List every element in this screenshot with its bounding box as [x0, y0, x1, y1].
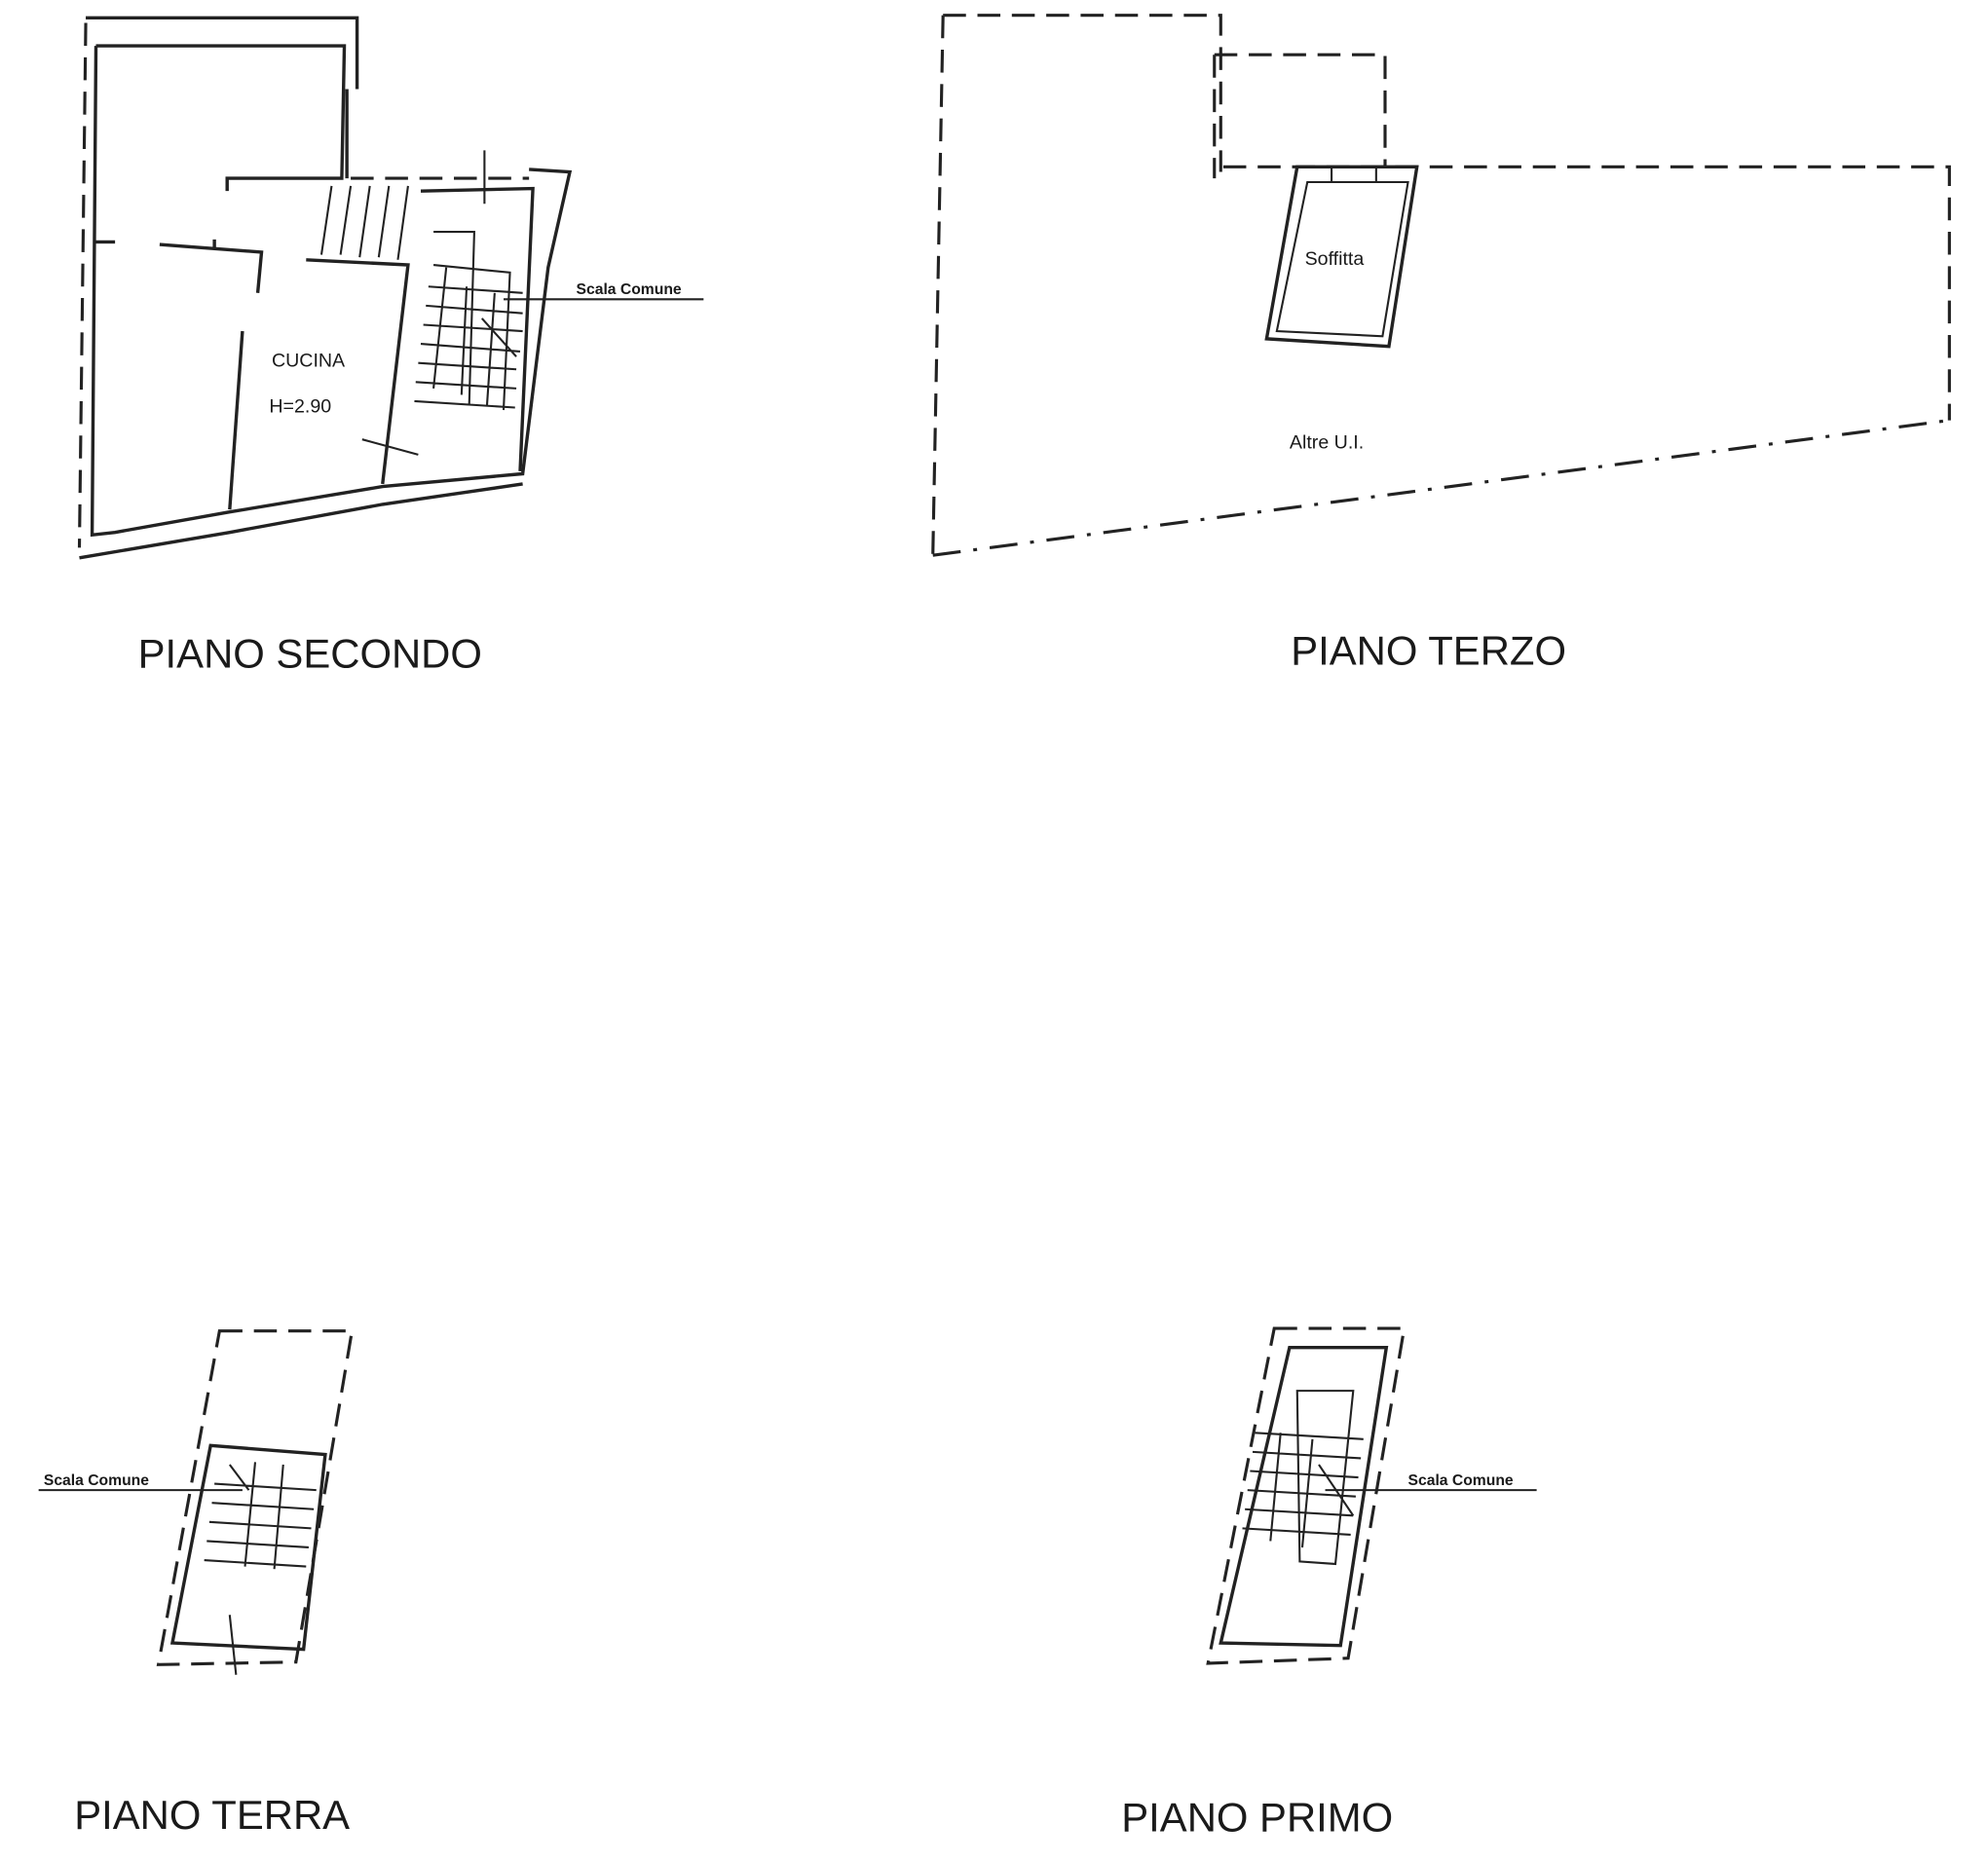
room-label-cucina: CUCINA: [272, 351, 346, 372]
floor-title-terra: PIANO TERRA: [74, 1792, 350, 1838]
plan-piano-terzo: Soffitta Altre U.I. PIANO TERZO: [931, 14, 1951, 674]
floor-title-secondo: PIANO SECONDO: [138, 630, 482, 676]
room-label-soffitta: Soffitta: [1305, 248, 1365, 270]
floor-title-primo: PIANO PRIMO: [1121, 1795, 1393, 1841]
stair-label: Scala Comune: [44, 1472, 149, 1489]
plan-piano-primo: Scala Comune PIANO PRIMO: [1121, 1326, 1537, 1841]
plan-piano-terra: Scala Comune PIANO TERRA: [38, 1329, 355, 1838]
room-height-label: H=2.90: [269, 396, 331, 418]
other-units-label: Altre U.I.: [1290, 431, 1364, 453]
floor-title-terzo: PIANO TERZO: [1291, 628, 1566, 674]
plan-piano-secondo: CUCINA H=2.90 Scala Comune PIANO SECONDO: [77, 16, 704, 676]
stair-label: Scala Comune: [577, 281, 682, 298]
stair-label: Scala Comune: [1408, 1472, 1514, 1489]
